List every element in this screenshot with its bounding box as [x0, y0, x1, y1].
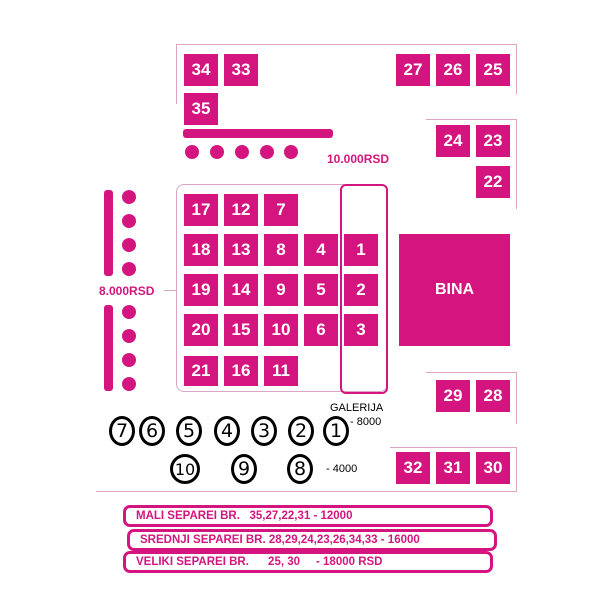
table-3[interactable]: 3 [344, 314, 378, 346]
left-dot-2 [122, 214, 136, 228]
table-33[interactable]: 33 [224, 54, 258, 86]
table-34[interactable]: 34 [184, 54, 218, 86]
outline-right-lower [426, 372, 516, 373]
table-26[interactable]: 26 [436, 54, 470, 86]
table-15[interactable]: 15 [224, 314, 258, 346]
gallery-seat-1[interactable]: 1 [323, 416, 349, 446]
left-dot-6 [122, 329, 136, 343]
left-dot-7 [122, 353, 136, 367]
table-18[interactable]: 18 [184, 234, 218, 266]
gallery-seat-9[interactable]: 9 [231, 454, 257, 484]
table-5[interactable]: 5 [304, 274, 338, 306]
gallery-price-top: - 8000 [350, 416, 382, 428]
outline-left-vertical [176, 44, 177, 104]
gallery-price-bottom: - 4000 [326, 463, 358, 475]
table-32[interactable]: 32 [396, 452, 430, 484]
table-21[interactable]: 21 [184, 356, 218, 386]
left-dot-4 [122, 262, 136, 276]
table-20[interactable]: 20 [184, 314, 218, 346]
outline-right-mid [426, 119, 516, 120]
table-31[interactable]: 31 [436, 452, 470, 484]
outline-top [176, 44, 516, 45]
left-dot-1 [122, 190, 136, 204]
table-17[interactable]: 17 [184, 194, 218, 226]
gallery-seat-2[interactable]: 2 [288, 416, 314, 446]
outline-right-top [516, 44, 517, 94]
vip-column-outline [340, 184, 388, 394]
table-23[interactable]: 23 [476, 125, 510, 157]
table-25[interactable]: 25 [476, 54, 510, 86]
left-dot-3 [122, 238, 136, 252]
legend-srednji: SREDNJI SEPAREI BR. 28,29,24,23,26,34,33… [127, 529, 497, 551]
left-bar-upper [104, 190, 113, 276]
legend-mali: MALI SEPAREI BR. 35,27,22,31 - 12000 [123, 505, 493, 527]
table-19[interactable]: 19 [184, 274, 218, 306]
left-bar-lower [104, 305, 113, 391]
gallery-seat-10[interactable]: 10 [170, 454, 200, 484]
table-9[interactable]: 9 [264, 274, 298, 306]
legend-veliki: VELIKI SEPAREI BR. 25, 30 - 18000 RSD [123, 551, 493, 573]
gallery-seat-5[interactable]: 5 [176, 416, 202, 446]
stage: BINA [399, 234, 510, 346]
table-1[interactable]: 1 [344, 234, 378, 266]
left-dot-8 [122, 377, 136, 391]
table-6[interactable]: 6 [304, 314, 338, 346]
top-divider-bar [183, 129, 333, 138]
table-12[interactable]: 12 [224, 194, 258, 226]
outline-bottom [96, 491, 517, 492]
table-13[interactable]: 13 [224, 234, 258, 266]
outline-right-mid-vertical [516, 119, 517, 209]
table-29[interactable]: 29 [436, 380, 470, 412]
table-14[interactable]: 14 [224, 274, 258, 306]
gallery-label: GALERIJA [330, 402, 384, 414]
gallery-seat-7[interactable]: 7 [109, 416, 135, 446]
gallery-seat-8[interactable]: 8 [287, 454, 313, 484]
table-7[interactable]: 7 [264, 194, 298, 226]
table-35[interactable]: 35 [184, 93, 218, 125]
table-22[interactable]: 22 [476, 166, 510, 198]
table-8[interactable]: 8 [264, 234, 298, 266]
outline-right-bottom [390, 447, 516, 448]
table-28[interactable]: 28 [476, 380, 510, 412]
vip-price-label: 10.000RSD [327, 152, 390, 166]
table-16[interactable]: 16 [224, 356, 258, 386]
top-dot-5 [284, 145, 298, 159]
gallery-seat-4[interactable]: 4 [214, 416, 240, 446]
table-4[interactable]: 4 [304, 234, 338, 266]
top-dot-1 [185, 145, 199, 159]
top-dot-3 [235, 145, 249, 159]
left-dot-5 [122, 305, 136, 319]
left-price-label: 8.000RSD [99, 284, 155, 298]
top-dot-2 [210, 145, 224, 159]
gallery-seat-3[interactable]: 3 [251, 416, 277, 446]
outline-right-bottom-vertical [516, 447, 517, 492]
top-dot-4 [260, 145, 274, 159]
outline-right-lower-vertical [516, 372, 517, 424]
table-2[interactable]: 2 [344, 274, 378, 306]
table-10[interactable]: 10 [264, 314, 298, 346]
price-connector-line [164, 290, 176, 291]
table-27[interactable]: 27 [396, 54, 430, 86]
gallery-seat-6[interactable]: 6 [139, 416, 165, 446]
table-30[interactable]: 30 [476, 452, 510, 484]
table-11[interactable]: 11 [264, 356, 298, 386]
table-24[interactable]: 24 [436, 125, 470, 157]
